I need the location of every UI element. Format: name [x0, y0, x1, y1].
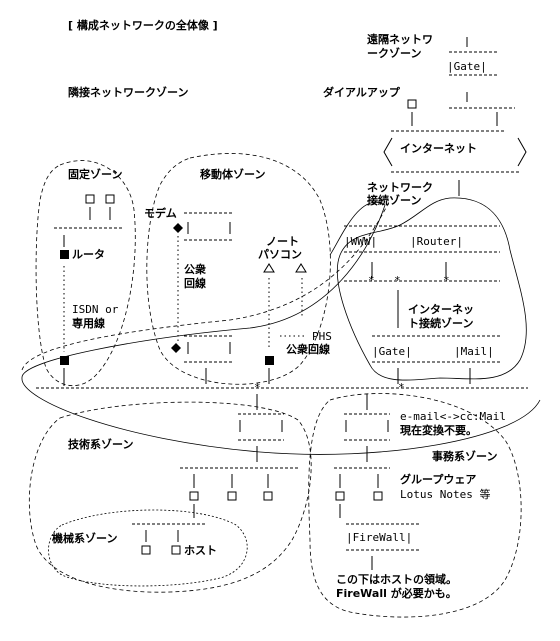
technical-zone-label: 技術系ゾーン — [68, 437, 133, 451]
modem-icon-2 — [171, 343, 181, 353]
zone-boundaries — [21, 153, 541, 618]
phs-modem-icon — [265, 356, 274, 365]
notebook-icon-2 — [295, 263, 307, 273]
internet-connect-zone-label-line2: ト接続ゾーン — [408, 316, 473, 330]
modem-icon-1 — [173, 223, 183, 233]
groupware-label-line1: グループウェア — [400, 472, 476, 486]
internet-label: インターネット — [400, 142, 477, 155]
phs-label-line1: PHS — [312, 330, 332, 343]
backbone-loop-lower — [21, 377, 541, 455]
office-terminal-icon-1 — [335, 491, 345, 501]
fixed-zone-boundary — [35, 160, 136, 387]
router-box: |Router| — [410, 235, 463, 248]
phs-label-line2: 公衆回線 — [286, 342, 330, 356]
machine-host-icon — [171, 545, 181, 555]
public-line-label-line2: 回線 — [184, 276, 206, 290]
dialup-label: ダイアルアップ — [323, 85, 401, 99]
fixed-zone-label: 固定ゾーン — [68, 167, 122, 181]
remote-zone-label-line1: 遠隔ネットワ — [367, 32, 433, 46]
modem-label: モデム — [144, 206, 177, 220]
tech-terminal-icon-3 — [263, 491, 273, 501]
fixed-terminal-icon-1 — [85, 194, 95, 204]
technical-zone-boundary — [28, 401, 312, 593]
backbone-junction-1: * — [254, 381, 261, 394]
tech-terminal-icon-1 — [189, 491, 199, 501]
office-zone-label: 事務系ゾーン — [432, 449, 497, 463]
office-zone-boundary — [308, 393, 522, 618]
adjacent-zone-label: 隣接ネットワークゾーン — [68, 85, 188, 99]
adjacent-zone-loop — [21, 199, 391, 371]
tech-terminal-icon-2 — [227, 491, 237, 501]
isdn-label-line1: ISDN or — [72, 303, 119, 316]
network-connect-zone-label-line2: 接続ゾーン — [367, 193, 421, 207]
technical-zone-devices: ホスト — [132, 413, 298, 557]
host-domain-note-line1: この下はホストの領域。 — [336, 572, 457, 586]
mail-box: |Mail| — [454, 345, 494, 358]
email-note-line1: e-mail<->cc:Mail — [400, 410, 506, 423]
remote-gate-box: |Gate| — [447, 60, 487, 73]
lower-gate-box: |Gate| — [372, 345, 412, 358]
internet-connect-zone-label-line1: インターネッ — [408, 303, 474, 316]
bus-junction-3: * — [443, 274, 450, 287]
machine-terminal-icon-1 — [141, 545, 151, 555]
dialup-terminal-icon — [407, 99, 417, 109]
notebook-label-line1: ノート — [266, 235, 299, 248]
router-icon — [60, 250, 69, 259]
network-connect-zone-boundary — [336, 197, 527, 381]
notebook-icon-1 — [263, 263, 275, 273]
network-connect-zone-label-line1: ネットワーク — [367, 181, 433, 194]
bus-junction-2: * — [394, 274, 401, 287]
groupware-label-line2: Lotus Notes 等 — [400, 487, 490, 501]
fixed-zone-devices: ルータ ISDN or 専用線 — [54, 194, 124, 386]
remote-gateway-group: |Gate| — [447, 37, 515, 126]
diagram-title: [ 構成ネットワークの全体像 ] — [68, 18, 218, 32]
firewall-box: |FireWall| — [346, 531, 412, 544]
office-zone-devices: e-mail<->cc:Mail 現在変換不要。 グループウェア Lotus N… — [334, 410, 506, 600]
remote-zone-label-line2: ークゾーン — [367, 46, 421, 60]
mobile-zone-label: 移動体ゾーン — [200, 167, 265, 181]
office-terminal-icon-2 — [373, 491, 383, 501]
network-connect-zone: |WWW| |Router| * * * |Gate| |Mail| — [344, 225, 500, 384]
mobile-zone-devices: モデム 公衆 回線 ノート パソコン PHS 公衆回線 — [144, 206, 332, 384]
backbone-junction-2: * — [398, 381, 405, 394]
www-box: |WWW| — [344, 235, 377, 248]
backbone-loop — [21, 202, 386, 379]
router-label: ルータ — [72, 248, 105, 261]
host-domain-note-line2: FireWall が必要かも。 — [336, 586, 457, 600]
internet-node: インターネット — [383, 130, 527, 196]
fixed-modem-icon — [60, 356, 69, 365]
machine-zone-label: 機械系ゾーン — [52, 531, 117, 545]
fixed-terminal-icon-2 — [105, 194, 115, 204]
notebook-label-line2: パソコン — [258, 248, 302, 261]
isdn-label-line2: 専用線 — [72, 316, 105, 330]
public-line-label-line1: 公衆 — [184, 262, 206, 276]
dialup-node — [407, 99, 417, 126]
email-note-line2: 現在変換不要。 — [400, 423, 477, 437]
mobile-zone-boundary — [146, 153, 331, 385]
host-label: ホスト — [184, 544, 217, 557]
bus-junction-1: * — [368, 274, 375, 287]
